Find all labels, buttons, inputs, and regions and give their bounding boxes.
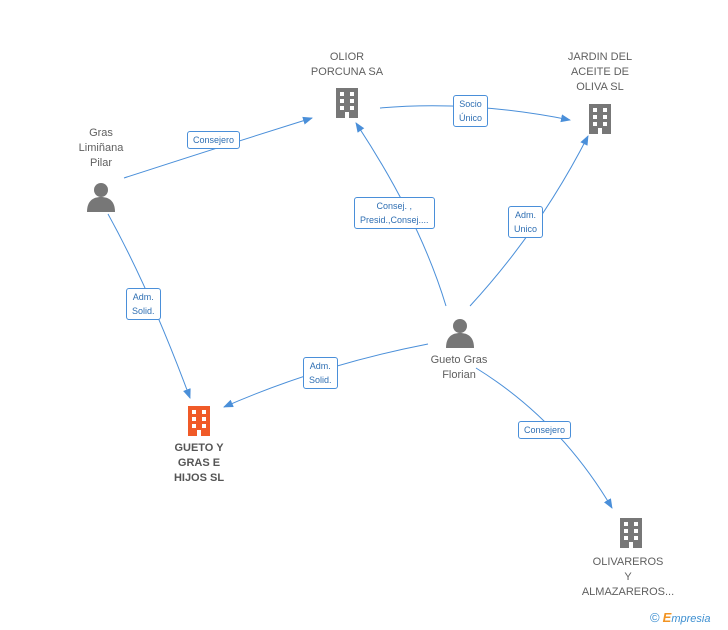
- building-icon[interactable]: [620, 518, 642, 548]
- building-icon[interactable]: [188, 406, 210, 436]
- empresia-logo[interactable]: © Empresia: [650, 610, 711, 625]
- building-icon[interactable]: [336, 88, 358, 118]
- node-label-olivareros[interactable]: OLIVAREROS Y ALMAZAREROS...: [581, 556, 675, 598]
- edge-label-adm-solid: Adm. Solid.: [126, 288, 161, 320]
- node-label-gueto-hijos[interactable]: GUETO Y GRAS E HIJOS SL: [173, 442, 225, 484]
- edge-label-adm-solid: Adm. Solid.: [303, 357, 338, 389]
- person-icon[interactable]: [87, 183, 115, 212]
- node-label-jardin[interactable]: JARDIN DEL ACEITE DE OLIVA SL: [567, 51, 633, 93]
- node-label-gueto-florian[interactable]: Gueto Gras Florian: [430, 354, 488, 381]
- node-label-gras[interactable]: Gras Limiñana Pilar: [78, 127, 124, 169]
- edge-label-socio-unico: Socio Único: [453, 95, 489, 127]
- edge-label-consejero: Consejero: [187, 131, 241, 149]
- node-label-olior[interactable]: OLIOR PORCUNA SA: [310, 51, 384, 78]
- edge-label-adm-unico: Adm. Unico: [508, 206, 544, 238]
- edge-label-consejero: Consejero: [518, 421, 572, 439]
- copyright-icon: ©: [650, 610, 660, 625]
- edge-label-consej-presid: Consej. , Presid.,Consej....: [354, 197, 435, 229]
- person-icon[interactable]: [446, 319, 474, 348]
- building-icon[interactable]: [589, 104, 611, 134]
